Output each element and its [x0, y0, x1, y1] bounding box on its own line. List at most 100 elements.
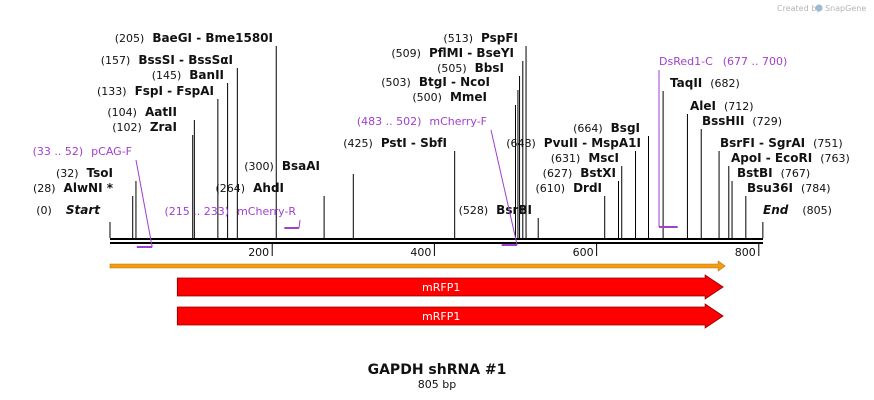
feature-label: mRFP1: [422, 281, 460, 294]
primer-label[interactable]: DsRed1-C(677 .. 700): [659, 55, 787, 68]
feature-arrow-mrfp1[interactable]: [176, 303, 724, 329]
feature-label: mRFP1: [422, 310, 460, 323]
site-name: AlwNI *: [64, 181, 114, 195]
site-name: FspI - FspAI: [135, 84, 214, 98]
ruler-tick-label: 600: [573, 246, 594, 259]
site-name: TsoI: [87, 166, 113, 180]
site-label[interactable]: (631) MscI: [551, 151, 619, 165]
site-label[interactable]: (610)DrdI: [535, 181, 602, 195]
primer-name: pCAG-F: [91, 145, 132, 158]
site-label[interactable]: BssHII(729): [702, 114, 782, 128]
site-label[interactable]: (28) AlwNI *: [33, 181, 114, 195]
site-label[interactable]: (500) MmeI: [412, 90, 487, 104]
primer-leader-line: [490, 129, 518, 246]
site-label[interactable]: (664) BsgI: [573, 121, 640, 135]
site-name: TaqII: [670, 76, 702, 90]
site-label[interactable]: (509)PflMI - BseYI: [391, 46, 514, 60]
map-title: GAPDH shRNA #1: [368, 362, 507, 378]
site-label[interactable]: (513) PspFI: [443, 31, 518, 45]
site-position: (513): [443, 32, 473, 45]
ruler-tick-label: 800: [735, 246, 756, 259]
site-label[interactable]: (627)BstXI: [543, 166, 616, 180]
site-name: AleI: [690, 99, 716, 113]
feature-arrow-mrfp1[interactable]: [176, 274, 724, 300]
watermark-prefix: Created by: [777, 4, 821, 13]
site-position: (500): [412, 91, 442, 104]
site-name: ZraI: [150, 120, 177, 134]
primer-range: (483 .. 502): [357, 115, 422, 128]
site-name: ApoI - EcoRI: [731, 151, 812, 165]
site-label[interactable]: BstBI(767): [737, 166, 810, 180]
site-label[interactable]: (32) TsoI: [56, 166, 113, 180]
end-name: End: [763, 203, 789, 217]
site-position: (102): [112, 121, 142, 134]
site-label[interactable]: (505)BbsI: [437, 61, 504, 75]
site-label[interactable]: Bsu36I(784): [747, 181, 831, 195]
site-position: (145): [152, 69, 182, 82]
site-name: PspFI: [481, 31, 518, 45]
features: mRFP1 mRFP1: [109, 260, 726, 329]
primer-name: DsRed1-C: [659, 55, 713, 68]
snapgene-logo-icon: [815, 4, 823, 12]
site-position: (648): [506, 137, 536, 150]
site-name: MscI: [588, 151, 619, 165]
site-position: (133): [97, 85, 127, 98]
site-label[interactable]: (133) FspI - FspAI: [97, 84, 214, 98]
site-position: (205): [115, 32, 145, 45]
primer-leader-line: [135, 159, 153, 248]
site-label[interactable]: (205) BaeGI - Bme1580I: [115, 31, 273, 45]
site-label[interactable]: (102) ZraI: [112, 120, 177, 134]
site-position: (28): [33, 182, 56, 195]
end-label: End(805): [763, 203, 832, 217]
site-name: BsrBI: [496, 203, 532, 217]
site-position: (503): [381, 76, 411, 89]
site-position: (763): [820, 152, 850, 165]
restriction-sites: (28)AlwNI *(32)TsoI(102)ZraI(104)AatII(1…: [33, 31, 850, 238]
site-label[interactable]: AleI (712): [690, 99, 754, 113]
primer-name: mCherry-F: [429, 115, 487, 128]
site-name: BsgI: [611, 121, 640, 135]
site-position: (751): [813, 137, 843, 150]
primer-range: (33 .. 52): [33, 145, 84, 158]
site-position: (32): [56, 167, 79, 180]
site-name: BsaAI: [282, 159, 320, 173]
site-position: (729): [752, 115, 782, 128]
primer-label[interactable]: (33 .. 52) pCAG-F: [33, 145, 132, 158]
site-label[interactable]: ApoI - EcoRI (763): [731, 151, 850, 165]
primer-label[interactable]: (215 .. 233)mCherry-R: [165, 205, 297, 218]
primer-leader-line: [298, 219, 301, 229]
site-name: BtgI - NcoI: [419, 75, 490, 89]
primers: (33 .. 52) pCAG-F (215 .. 233)mCherry-R (48…: [33, 55, 787, 248]
site-name: BssSI - BssSαI: [138, 53, 233, 67]
ruler-tick-label: 400: [410, 246, 431, 259]
site-name: PvuII - MspA1I: [544, 136, 641, 150]
site-position: (712): [724, 100, 754, 113]
site-label[interactable]: (648) PvuII - MspA1I: [506, 136, 641, 150]
site-name: BbsI: [475, 61, 504, 75]
site-name: MmeI: [450, 90, 487, 104]
site-position: (631): [551, 152, 581, 165]
site-position: (264): [216, 182, 246, 195]
feature-thin-arrow[interactable]: [109, 260, 726, 272]
primer-label[interactable]: (483 .. 502) mCherry-F: [357, 115, 487, 128]
site-label[interactable]: BsrFI - SgrAI(751): [720, 136, 843, 150]
site-label[interactable]: (104)AatII: [107, 105, 177, 119]
site-position: (664): [573, 122, 603, 135]
site-label[interactable]: (157) BssSI - BssSαI: [101, 53, 233, 67]
site-position: (157): [101, 54, 131, 67]
site-name: DrdI: [573, 181, 602, 195]
site-label[interactable]: (300)BsaAI: [244, 159, 320, 173]
site-label[interactable]: (264)AhdI: [216, 181, 284, 195]
site-label[interactable]: (145)BanII: [152, 68, 224, 82]
site-label[interactable]: (425)PstI - SbfI: [343, 136, 447, 150]
end-name: Start: [66, 203, 101, 217]
site-label[interactable]: (503) BtgI - NcoI: [381, 75, 490, 89]
site-name: BaeGI - Bme1580I: [152, 31, 273, 45]
site-name: BstXI: [580, 166, 616, 180]
site-label[interactable]: TaqII(682): [670, 76, 740, 90]
site-name: PstI - SbfI: [381, 136, 447, 150]
site-position: (509): [391, 47, 421, 60]
site-label[interactable]: (528)BsrBI: [459, 203, 532, 217]
